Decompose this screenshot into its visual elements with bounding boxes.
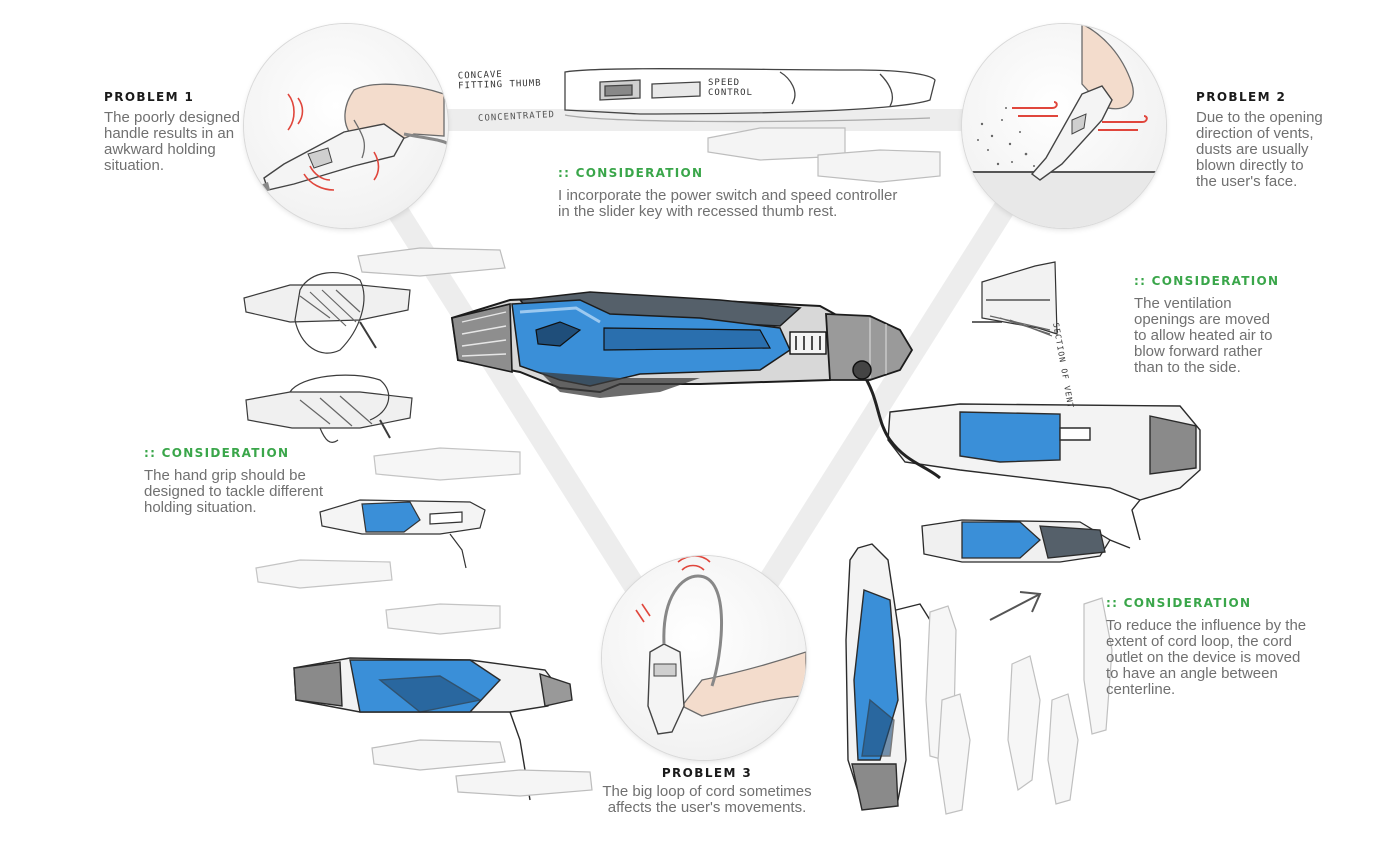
consideration-4-line-1: To reduce the influence by the	[1106, 617, 1307, 634]
problem-3-heading: PROBLEM 3	[661, 766, 753, 780]
problem-1-text: The poorly designed handle results in an…	[104, 110, 240, 174]
note-speed-control: SPEED CONTROL	[708, 78, 753, 98]
consideration-2-line-5: than to the side.	[1134, 359, 1241, 376]
consideration-3-line-1: The hand grip should be	[144, 467, 306, 484]
consideration-1-line-2: in the slider key with recessed thumb re…	[558, 203, 838, 220]
small-blue-gun-sketch	[319, 499, 486, 569]
problem-2-heading: PROBLEM 2	[1196, 90, 1287, 104]
consideration-4-line-2: extent of cord loop, the cord	[1106, 633, 1292, 650]
consideration-4-heading: :: CONSIDERATION	[1106, 596, 1252, 610]
problem-3-block: PROBLEM 3 The big loop of cord sometimes…	[600, 766, 814, 816]
problem-3-text: The big loop of cord sometimes affects t…	[600, 784, 814, 816]
problem-3-line-2: affects the user's movements.	[607, 799, 807, 816]
problem-2-line-2: direction of vents,	[1196, 125, 1314, 142]
consideration-1-block: :: CONSIDERATION I incorporate the power…	[558, 166, 897, 220]
consideration-2-line-3: to allow heated air to	[1134, 327, 1273, 344]
consideration-3-block: :: CONSIDERATION The hand grip should be…	[144, 446, 323, 516]
hand-grip-sketch-1	[243, 272, 411, 354]
consideration-2-line-4: blow forward rather	[1134, 343, 1263, 360]
consideration-4-block: :: CONSIDERATION To reduce the influence…	[1106, 596, 1306, 698]
consideration-3-heading: :: CONSIDERATION	[144, 446, 290, 460]
problem-2-line-1: Due to the opening	[1196, 109, 1323, 126]
hand-grip-sketch-2	[245, 374, 413, 443]
note-speed-line-1: SPEED	[708, 78, 741, 88]
problem-2-line-5: the user's face.	[1196, 173, 1298, 190]
problem-1-line-3: awkward holding	[104, 141, 216, 158]
consideration-4-text: To reduce the influence by the extent of…	[1106, 618, 1306, 698]
note-concave: CONCAVE FITTING THUMB	[458, 69, 542, 92]
blue-gun-sketch-right	[887, 403, 1201, 541]
consideration-1-heading: :: CONSIDERATION	[558, 166, 704, 180]
consideration-4-line-4: to have an angle between	[1106, 665, 1278, 682]
consideration-4-line-5: centerline.	[1106, 681, 1176, 698]
consideration-4-line-3: outlet on the device is moved	[1106, 649, 1301, 666]
problem-3-illustration	[602, 556, 806, 760]
arrow-sketch	[989, 591, 1042, 621]
problem-2-text: Due to the opening direction of vents, d…	[1196, 110, 1323, 190]
consideration-3-line-2: designed to tackle different	[144, 483, 324, 500]
note-speed-line-2: CONTROL	[708, 88, 753, 98]
consideration-1-text: I incorporate the power switch and speed…	[558, 188, 897, 220]
consideration-1-line-1: I incorporate the power switch and speed…	[558, 187, 898, 204]
problem-2-block: PROBLEM 2 Due to the opening direction o…	[1196, 90, 1323, 190]
problem-1-line-2: handle results in an	[104, 125, 235, 142]
problem-3-line-1: The big loop of cord sometimes	[602, 783, 812, 800]
consideration-2-text: The ventilation openings are moved to al…	[1134, 296, 1279, 376]
vertical-blue-gun-sketch	[845, 543, 931, 811]
vent-section-sketch	[972, 261, 1058, 337]
consideration-3-text: The hand grip should be designed to tack…	[144, 468, 323, 516]
problem-1-line-4: situation.	[104, 157, 165, 174]
slider-key-sketch	[564, 68, 936, 123]
blue-gun-sketch-mid-right	[921, 519, 1131, 563]
problem-2-illustration	[962, 24, 1166, 228]
problem-1-block: PROBLEM 1 The poorly designed handle res…	[104, 90, 240, 174]
problem-1-heading: PROBLEM 1	[104, 90, 195, 104]
consideration-2-heading: :: CONSIDERATION	[1134, 274, 1280, 288]
problem-2-line-4: blown directly to	[1196, 157, 1304, 174]
consideration-3-line-3: holding situation.	[144, 499, 257, 516]
consideration-2-line-2: openings are moved	[1134, 311, 1270, 328]
blue-gun-sketch-bottom-left	[293, 657, 573, 801]
problem-1-illustration	[244, 24, 448, 228]
consideration-2-line-1: The ventilation	[1134, 295, 1232, 312]
problem-2-line-3: dusts are usually	[1196, 141, 1309, 158]
consideration-2-block: :: CONSIDERATION The ventilation opening…	[1134, 274, 1279, 376]
problem-1-line-1: The poorly designed	[104, 109, 240, 126]
